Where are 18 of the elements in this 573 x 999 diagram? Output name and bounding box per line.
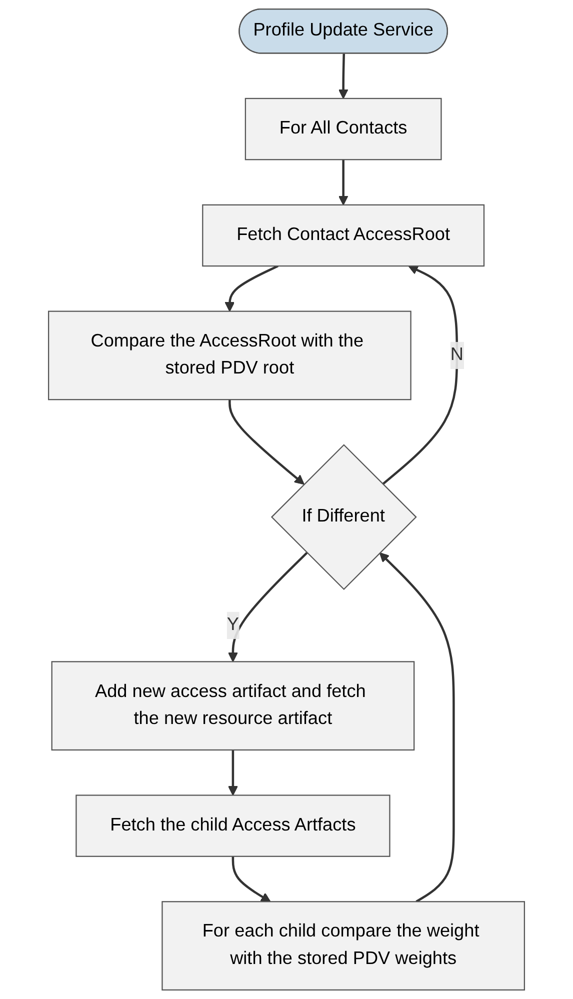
node-box: Fetch Contact AccessRoot xyxy=(202,204,485,267)
arrow xyxy=(382,265,458,486)
arrow xyxy=(338,160,348,206)
arrow xyxy=(338,54,348,99)
edge-label: N xyxy=(450,345,464,364)
node-diamond: If Different xyxy=(270,444,417,590)
arrow xyxy=(228,400,304,485)
arrow xyxy=(228,750,238,796)
arrow xyxy=(228,552,308,662)
node-box: Fetch the child Access Artfacts xyxy=(76,794,390,857)
edge-label: Y xyxy=(226,615,239,634)
arrow xyxy=(232,856,271,902)
node-box: For each child compare the weight with the stored PDV weights xyxy=(162,901,525,991)
node-box: Add new access artifact and fetch the new resource artifact xyxy=(51,661,415,751)
arrow xyxy=(224,265,279,312)
node-box: For All Contacts xyxy=(244,98,442,160)
arrow xyxy=(379,552,455,903)
node-box: Compare the AccessRoot with the stored PDV root xyxy=(48,310,412,400)
